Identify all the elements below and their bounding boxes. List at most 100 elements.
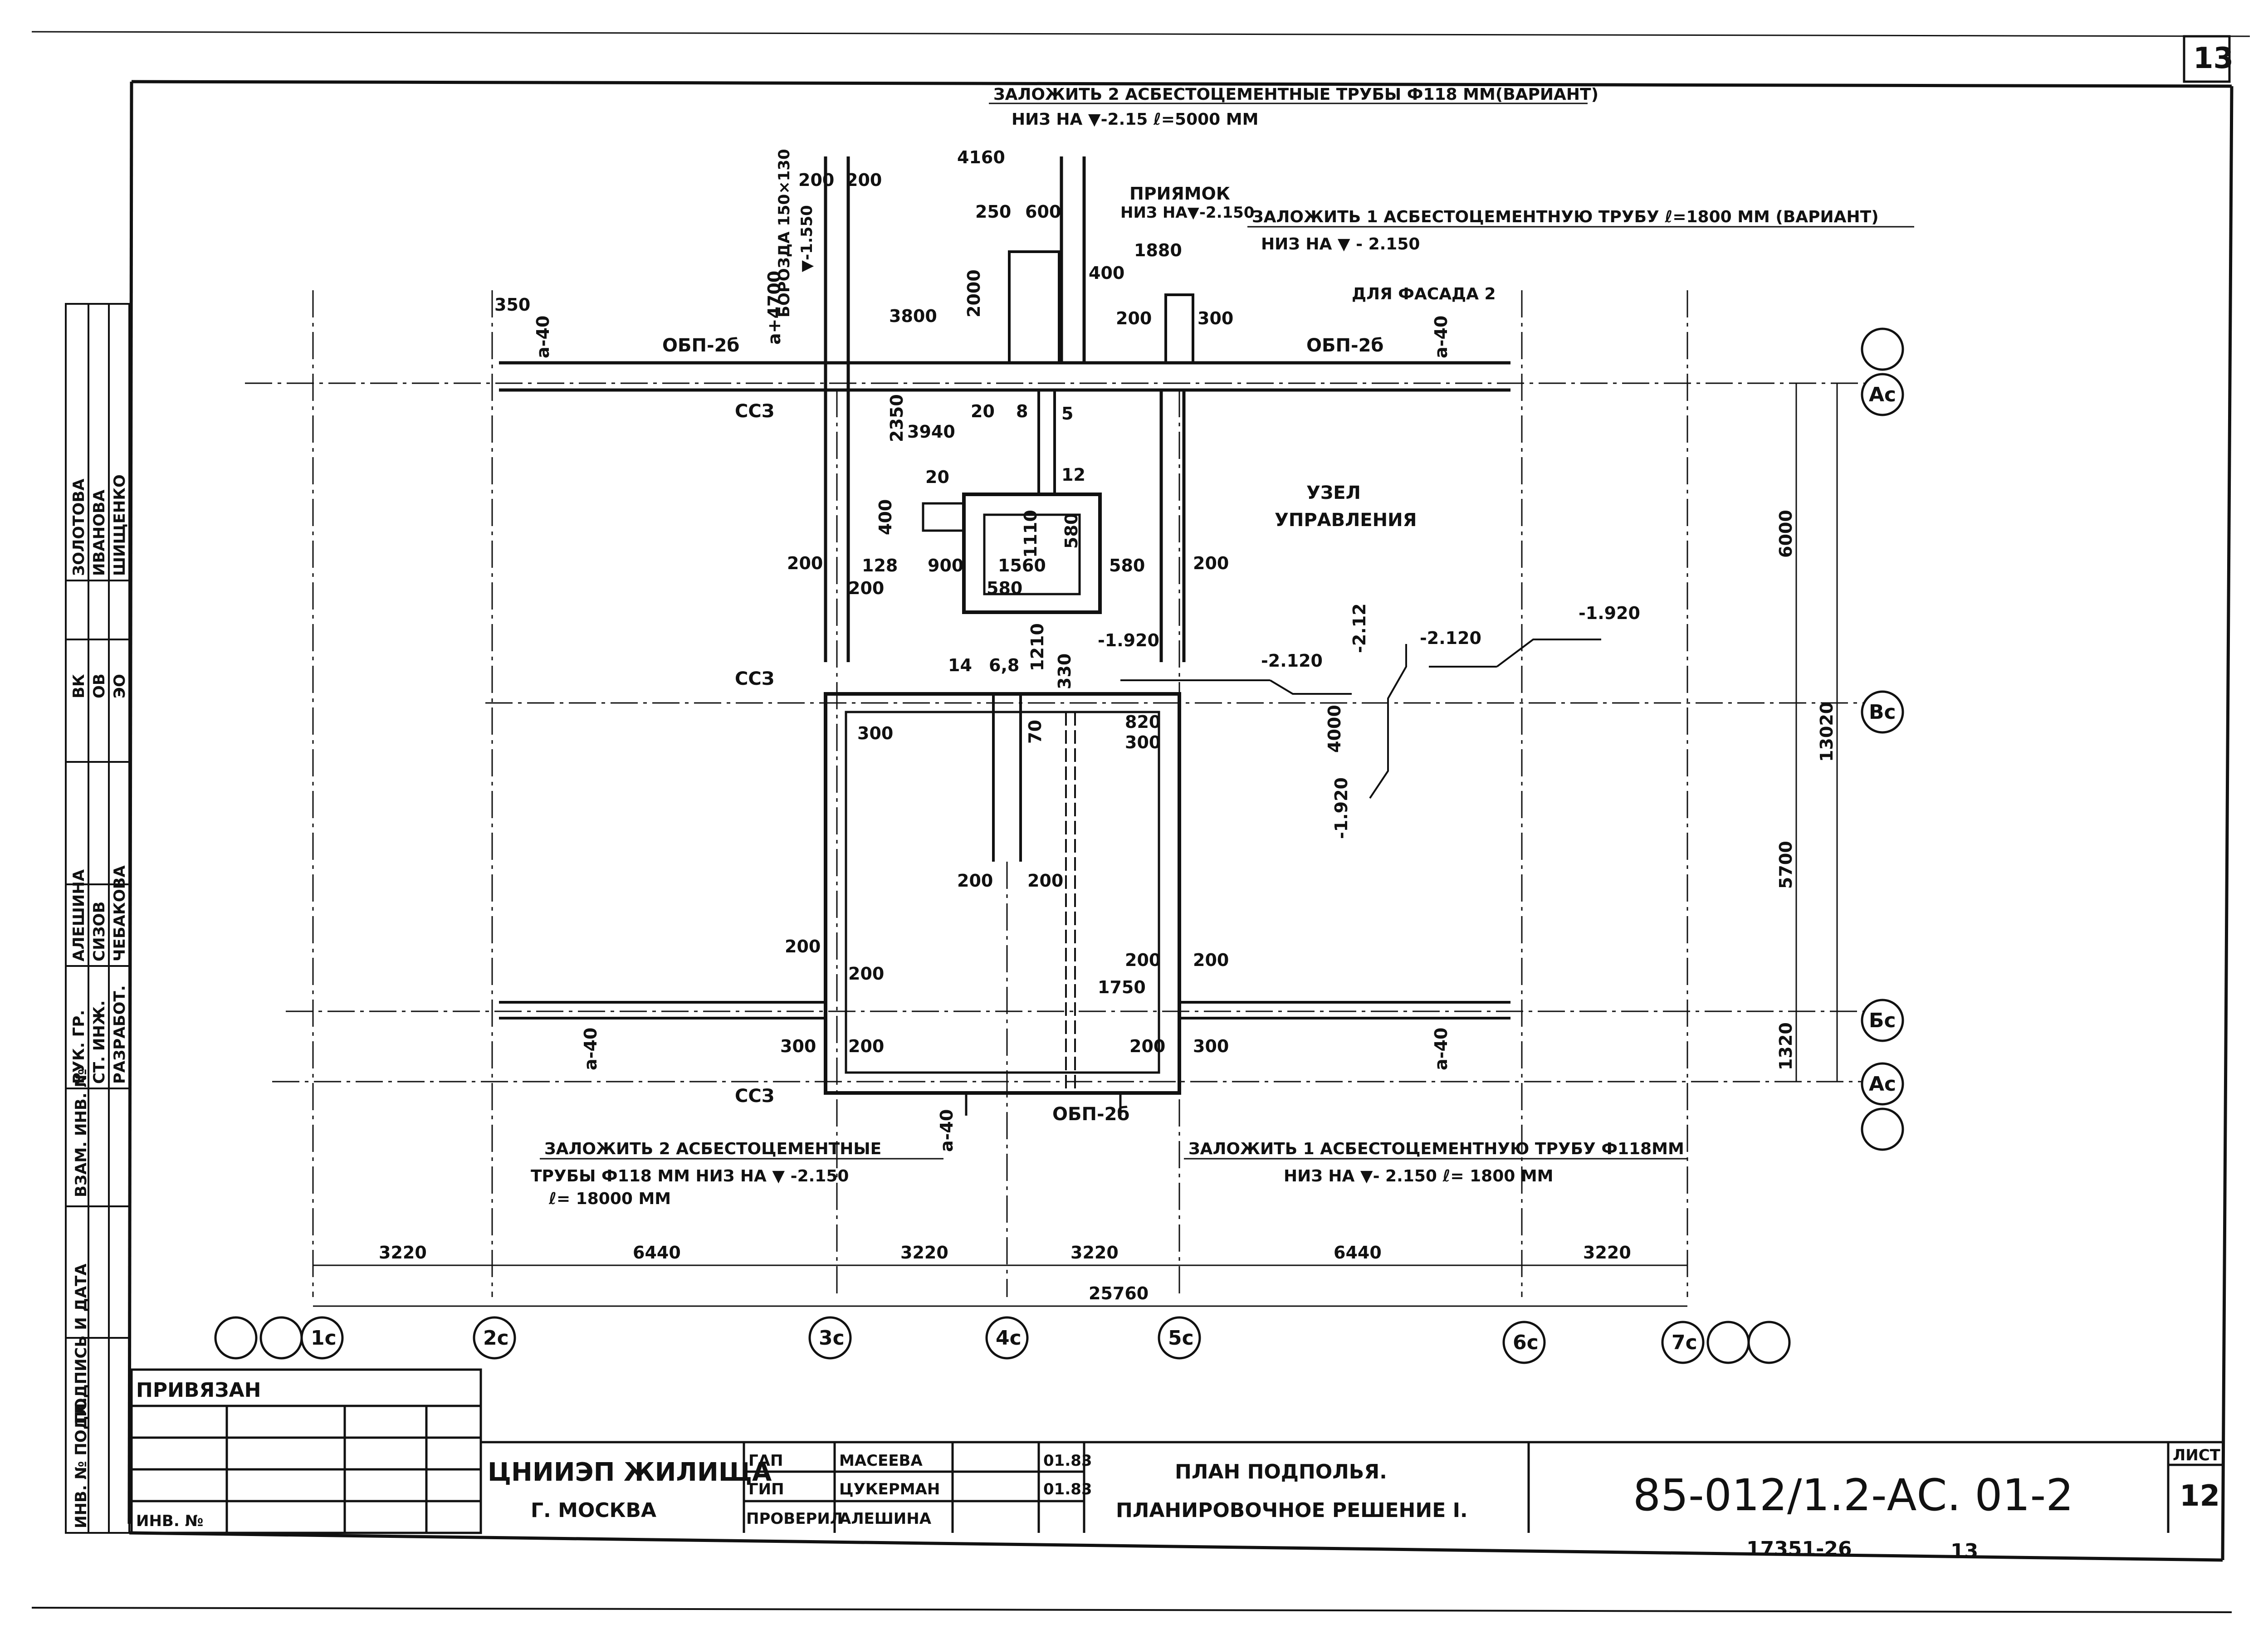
dim-200g: 200 [957,871,993,891]
stamp-role-4: ВК [70,674,88,698]
side-stamp-text: РУК. ГР. СТ. ИНЖ. РАЗРАБОТ. АЛЕШИНА СИЗО… [70,474,129,1528]
note-priyamok-level: НИЗ НА▼-2.150 [1120,204,1254,222]
stamp-name-3: ЧЕБАКОВА [111,865,129,961]
dim-bottom-4: 3220 [1070,1243,1119,1263]
stamp-role-2: СТ. ИНЖ. [90,1000,108,1084]
stamp-name-2: СИЗОВ [90,902,108,961]
dim-250: 250 [975,202,1011,222]
stamp-col-inv: ИНВ. № ПОДЛ. [72,1397,90,1528]
dim-1560: 1560 [998,556,1046,576]
dim-2000: 2000 [964,269,984,317]
dim-200d: 200 [787,553,823,573]
dim-200n: 200 [1129,1036,1165,1056]
axis-row-2: Вс [1869,701,1896,724]
level-1: -1.920 [1098,630,1159,650]
title-block [130,1368,2223,1534]
stamp-name-4: ЗОЛОТОВА [70,478,88,576]
dim-14: 14 [948,655,972,675]
city: Г. МОСКВА [531,1499,656,1522]
dim-330: 330 [1055,654,1075,689]
label-obp-bottom: ОБП-2б [1052,1104,1129,1125]
section-sketch [1120,639,1601,799]
top-notes: ЗАЛОЖИТЬ 2 АСБЕСТОЦЕМЕНТНЫЕ ТРУБЫ Ф118 М… [533,85,1914,1107]
dim-right-3: 5700 [1776,841,1796,889]
axis-col-4: 4с [996,1327,1022,1350]
level-marks: -1.920 -2.120 -2.120 -1.920 -2.12 -1.920 [1098,603,1640,839]
name-gip: ЦУКЕРМАН [839,1480,940,1498]
dim-bottom-2: 6440 [633,1243,681,1263]
dim-1110: 1110 [1021,510,1041,558]
date-gip: 01.83 [1043,1480,1092,1498]
dim-bottom-5: 6440 [1334,1243,1382,1263]
dim-200e: 200 [848,578,884,598]
dim-right-4: 1320 [1776,1022,1796,1070]
inv-no: ИНВ. № [136,1512,203,1530]
label-ccz-top: ССЗ [735,401,774,422]
dim-200h: 200 [1027,871,1063,891]
dim-1210: 1210 [1027,623,1047,671]
dim-200i: 200 [785,937,821,956]
dim-200b: 200 [798,170,834,190]
sheet-number: 12 [2180,1479,2220,1513]
dim-300c: 300 [1125,732,1161,752]
title-block-text: ПРИВЯЗАН ИНВ. № ЦНИИЭП ЖИЛИЩА Г. МОСКВА … [136,1379,2221,1563]
dim-4160: 4160 [957,147,1005,167]
sheet-frame [31,31,2250,1613]
dim-820: 820 [1125,712,1161,732]
note-top2-line2: НИЗ НА ▼ - 2.150 [1261,235,1420,254]
top-right-number: 13 [2193,42,2234,75]
stamp-col-sign: ПОДПИСЬ И ДАТА [72,1263,90,1424]
dim-300e: 300 [1193,1036,1229,1056]
dim-580b: 580 [987,578,1022,598]
label-obp-right: ОБП-2б [1306,335,1383,356]
dimension-right-text: 6000 13020 5700 1320 [1776,510,1837,1070]
dim-total: 25760 [1089,1283,1149,1303]
note-bottom2-line2: НИЗ НА ▼- 2.150 ℓ= 1800 ММ [1284,1167,1554,1185]
title-line2: ПЛАНИРОВОЧНОЕ РЕШЕНИЕ I. [1116,1499,1468,1522]
axis-row-4: Ас [1869,1073,1896,1096]
organization: ЦНИИЭП ЖИЛИЩА [488,1458,772,1487]
dim-3800: 3800 [889,306,937,326]
dim-128: 128 [862,556,898,576]
privyazan: ПРИВЯЗАН [136,1379,261,1402]
title-line1: ПЛАН ПОДПОЛЬЯ. [1175,1460,1387,1483]
axis-col-2: 2с [483,1327,509,1350]
dim-200l: 200 [1193,950,1229,970]
dim-bottom-6: 3220 [1583,1243,1631,1263]
dim-600: 600 [1025,202,1061,222]
role-proveril: ПРОВЕРИЛ [746,1510,843,1528]
name-gap: МАСЕЕВА [839,1452,923,1470]
dim-200a: 200 [846,170,882,190]
note-facade: ДЛЯ ФАСАДА 2 [1352,285,1496,303]
dimension-chain-text: 3220 6440 3220 3220 6440 3220 25760 [379,1243,1631,1303]
stamp-role-6: ЭО [111,674,129,698]
axis-col-3: 3с [819,1327,845,1350]
date-gap: 01.83 [1043,1452,1092,1470]
dim-70: 70 [1025,720,1045,744]
dim-20b: 20 [925,467,949,487]
note-top1-line2: НИЗ НА ▼-2.15 ℓ=5000 ММ [1012,110,1258,129]
note-bottom1-line2: ТРУБЫ Ф118 ММ НИЗ НА ▼ -2.150 [531,1167,849,1185]
axis-col-7: 7с [1672,1331,1697,1354]
dim-350: 350 [494,295,530,315]
axis-labels: 1с 2с 3с 4с 5с 6с 7с Ас Вс Бс Ас [311,383,1896,1354]
label-a40-right: а-40 [1431,316,1451,358]
role-gip: ГИП [748,1480,784,1498]
dim-3940: 3940 [907,422,955,442]
dim-300b: 300 [857,723,893,743]
dimensions-misc: 350 200 4160 200 250 600 3800 2000 1880 … [494,147,1344,1056]
label-a40-bl: а-40 [581,1028,601,1070]
dim-400: 400 [1089,263,1124,283]
dim-1750: 1750 [1098,977,1146,997]
dim-2350: 2350 [887,394,907,442]
stamp-name-1: АЛЕШИНА [70,869,88,961]
level-3: -2.120 [1420,628,1481,648]
axis-bubbles [214,327,1904,1364]
level-2: -2.120 [1261,651,1323,671]
dim-4000: 4000 [1325,705,1344,753]
dim-400b: 400 [875,499,895,535]
note-borozda: БОРОЗДА 150×130 [775,149,793,317]
label-a40-br: а-40 [1431,1028,1451,1070]
note-top1-line1: ЗАЛОЖИТЬ 2 АСБЕСТОЦЕМЕНТНЫЕ ТРУБЫ Ф118 М… [993,85,1598,104]
